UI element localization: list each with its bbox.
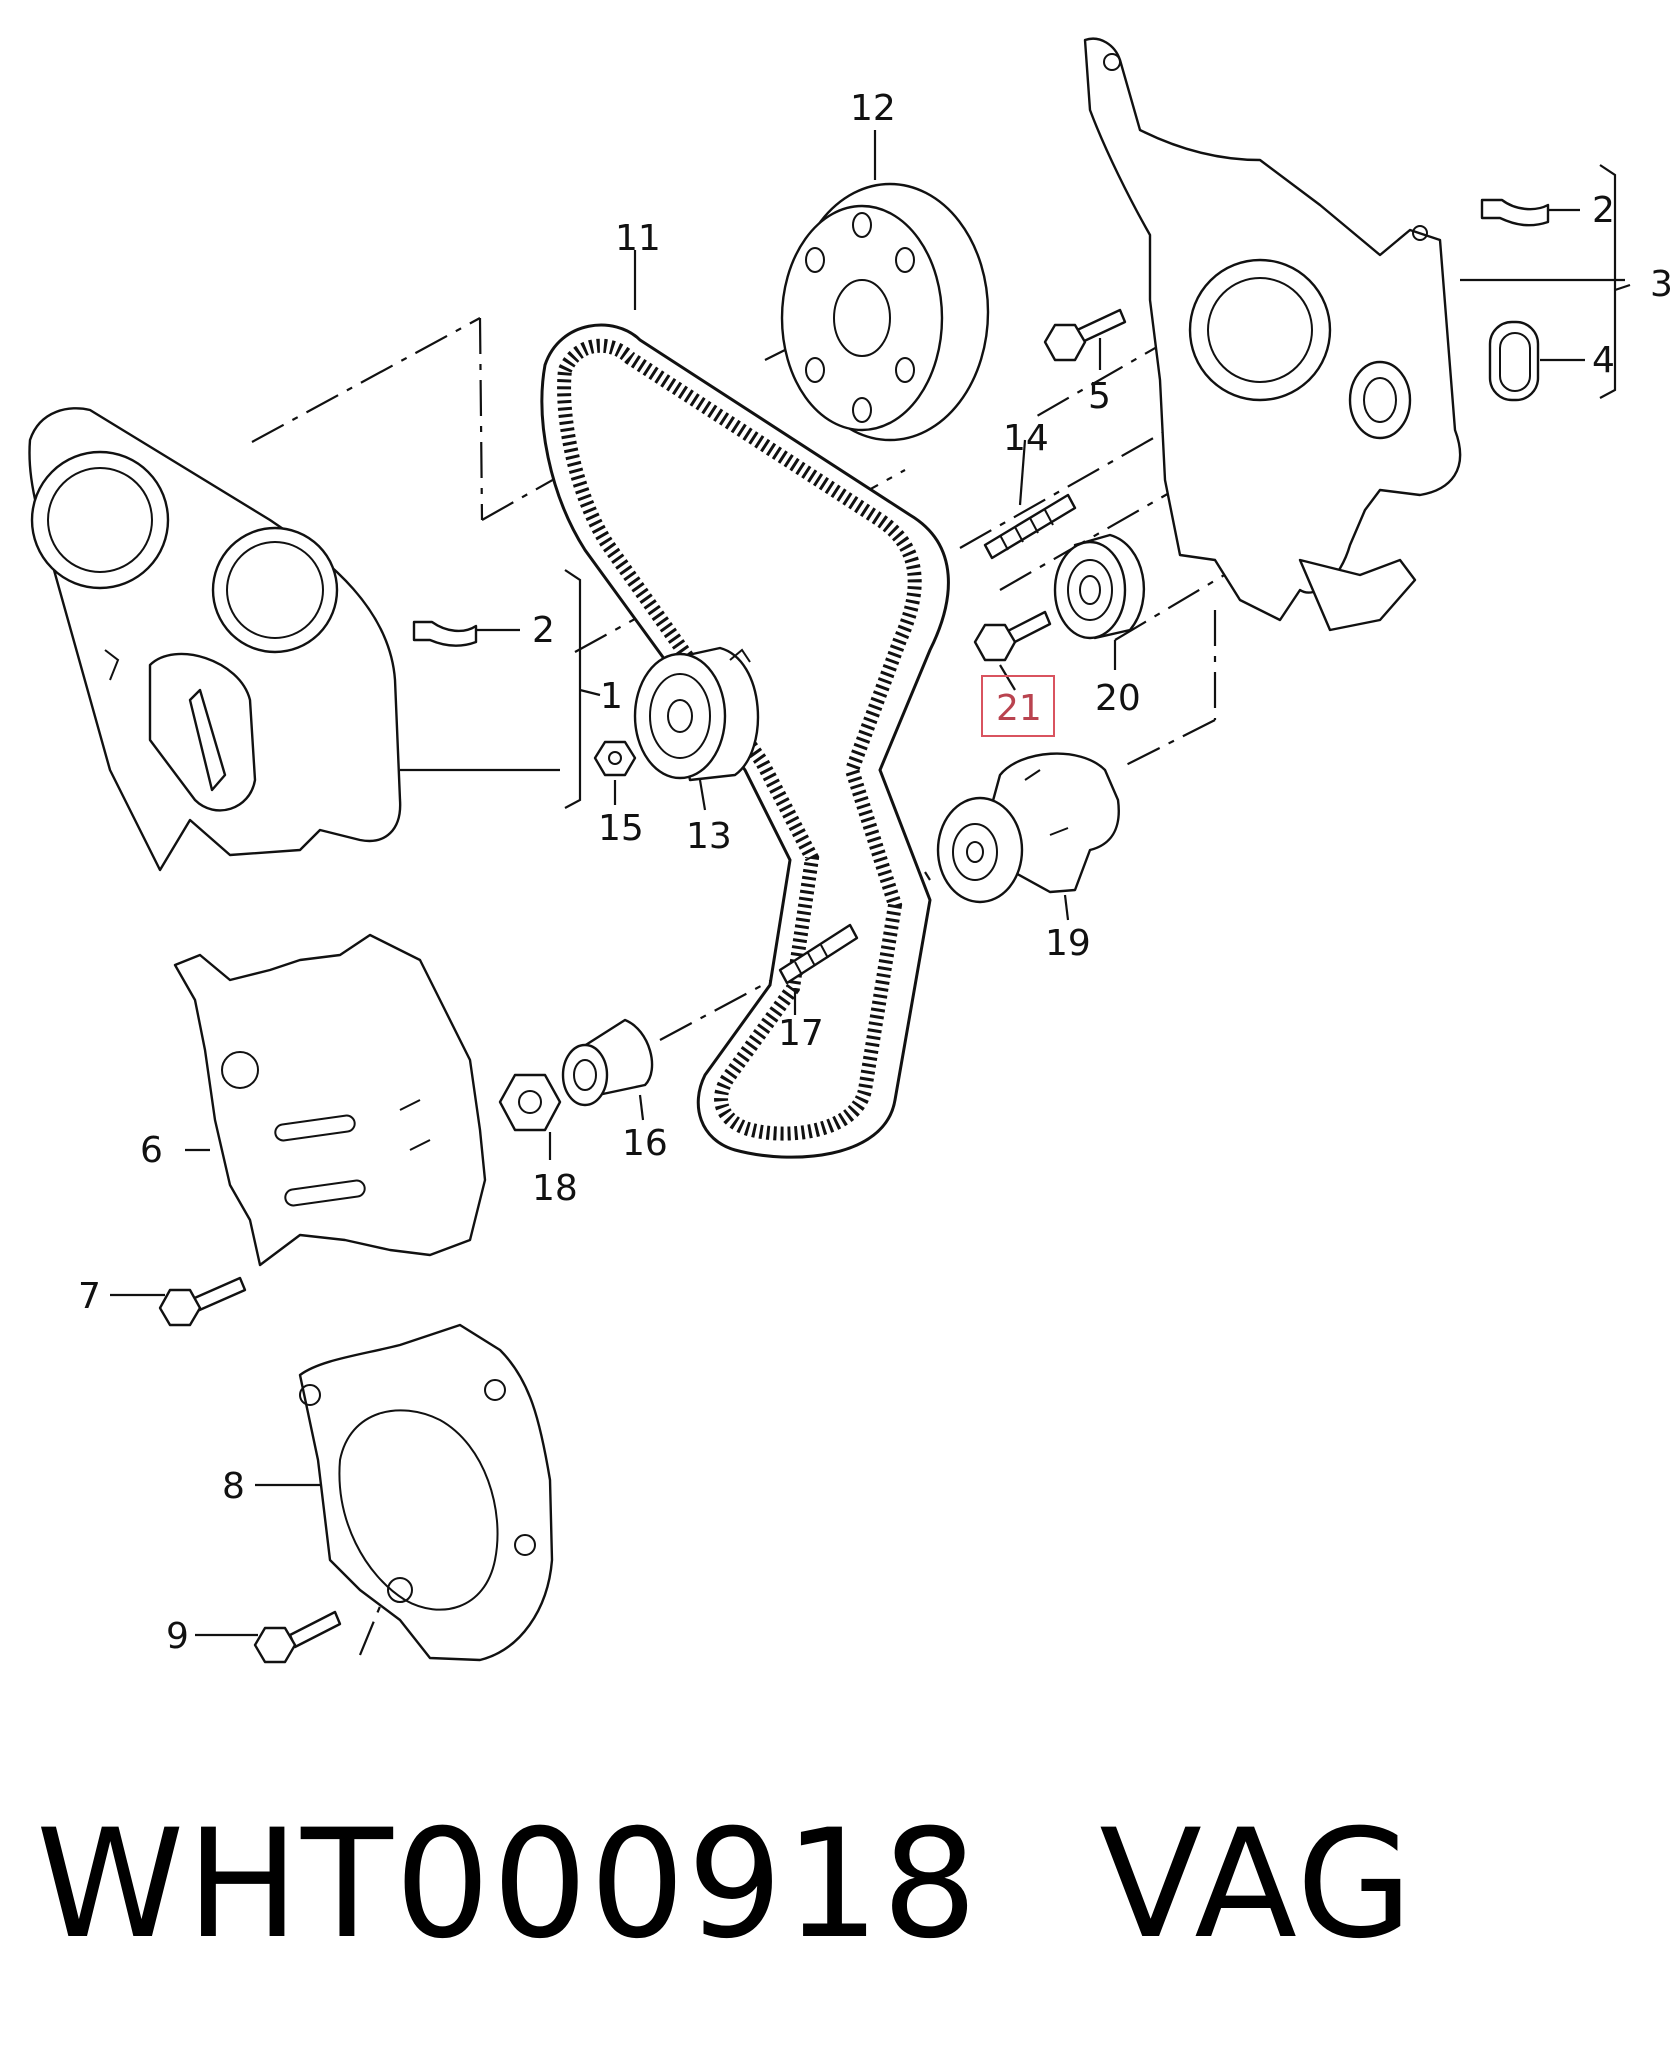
part-info-footer: WHT000918 VAG xyxy=(36,1790,1415,1980)
callout-leaders xyxy=(110,130,1631,1637)
callout-labels: 2 3 4 5 2 1 11 12 15 13 14 20 21 19 17 1… xyxy=(78,88,1673,1657)
timing-belt-diagram: 2 3 4 5 2 1 11 12 15 13 14 20 21 19 17 1… xyxy=(28,37,1673,1664)
callout-9: 9 xyxy=(166,1616,189,1657)
callout-7: 7 xyxy=(78,1276,101,1317)
callout-13: 13 xyxy=(686,816,732,857)
callout-1: 1 xyxy=(600,676,623,717)
water-pump xyxy=(936,752,1120,904)
callout-19: 19 xyxy=(1045,923,1091,964)
spacer-sleeve xyxy=(561,1018,654,1107)
rear-timing-guard xyxy=(1083,37,1462,632)
belt-tensioner xyxy=(633,646,760,782)
idler-bolt xyxy=(973,610,1052,662)
callout-2a: 2 xyxy=(1592,190,1615,231)
lower-timing-cover xyxy=(298,1323,554,1662)
bolt-part-5 xyxy=(1043,308,1127,362)
stud-part-17 xyxy=(778,923,859,985)
brand-name: VAG xyxy=(1099,1798,1415,1972)
callout-15: 15 xyxy=(598,808,644,849)
bolt-part-9 xyxy=(253,1610,342,1664)
bolt-part-7 xyxy=(158,1276,247,1327)
part-number: WHT000918 xyxy=(36,1798,980,1972)
callout-20: 20 xyxy=(1095,678,1141,719)
upper-timing-cover xyxy=(28,407,402,872)
callout-3: 3 xyxy=(1650,264,1673,305)
callout-8: 8 xyxy=(222,1466,245,1507)
nut-part-15 xyxy=(593,740,637,777)
clip-upper xyxy=(1480,198,1550,227)
callout-14: 14 xyxy=(1003,418,1049,459)
seal-ring xyxy=(1488,320,1540,402)
middle-timing-cover xyxy=(173,933,487,1267)
callout-4: 4 xyxy=(1592,340,1615,381)
clip-lower xyxy=(412,620,478,647)
callout-2b: 2 xyxy=(532,610,555,651)
callout-18: 18 xyxy=(532,1168,578,1209)
idler-roller xyxy=(1053,533,1145,640)
callout-11: 11 xyxy=(615,218,661,259)
camshaft-sprocket xyxy=(780,182,990,442)
stud-part-14 xyxy=(983,493,1077,560)
callout-16: 16 xyxy=(622,1123,668,1164)
callout-21: 21 xyxy=(996,688,1042,729)
callout-6: 6 xyxy=(140,1130,163,1171)
callout-21-highlight-box xyxy=(981,675,1055,737)
nut-part-18 xyxy=(498,1073,562,1132)
callout-12: 12 xyxy=(850,88,896,129)
callout-17: 17 xyxy=(778,1013,824,1054)
callout-5: 5 xyxy=(1088,376,1111,417)
